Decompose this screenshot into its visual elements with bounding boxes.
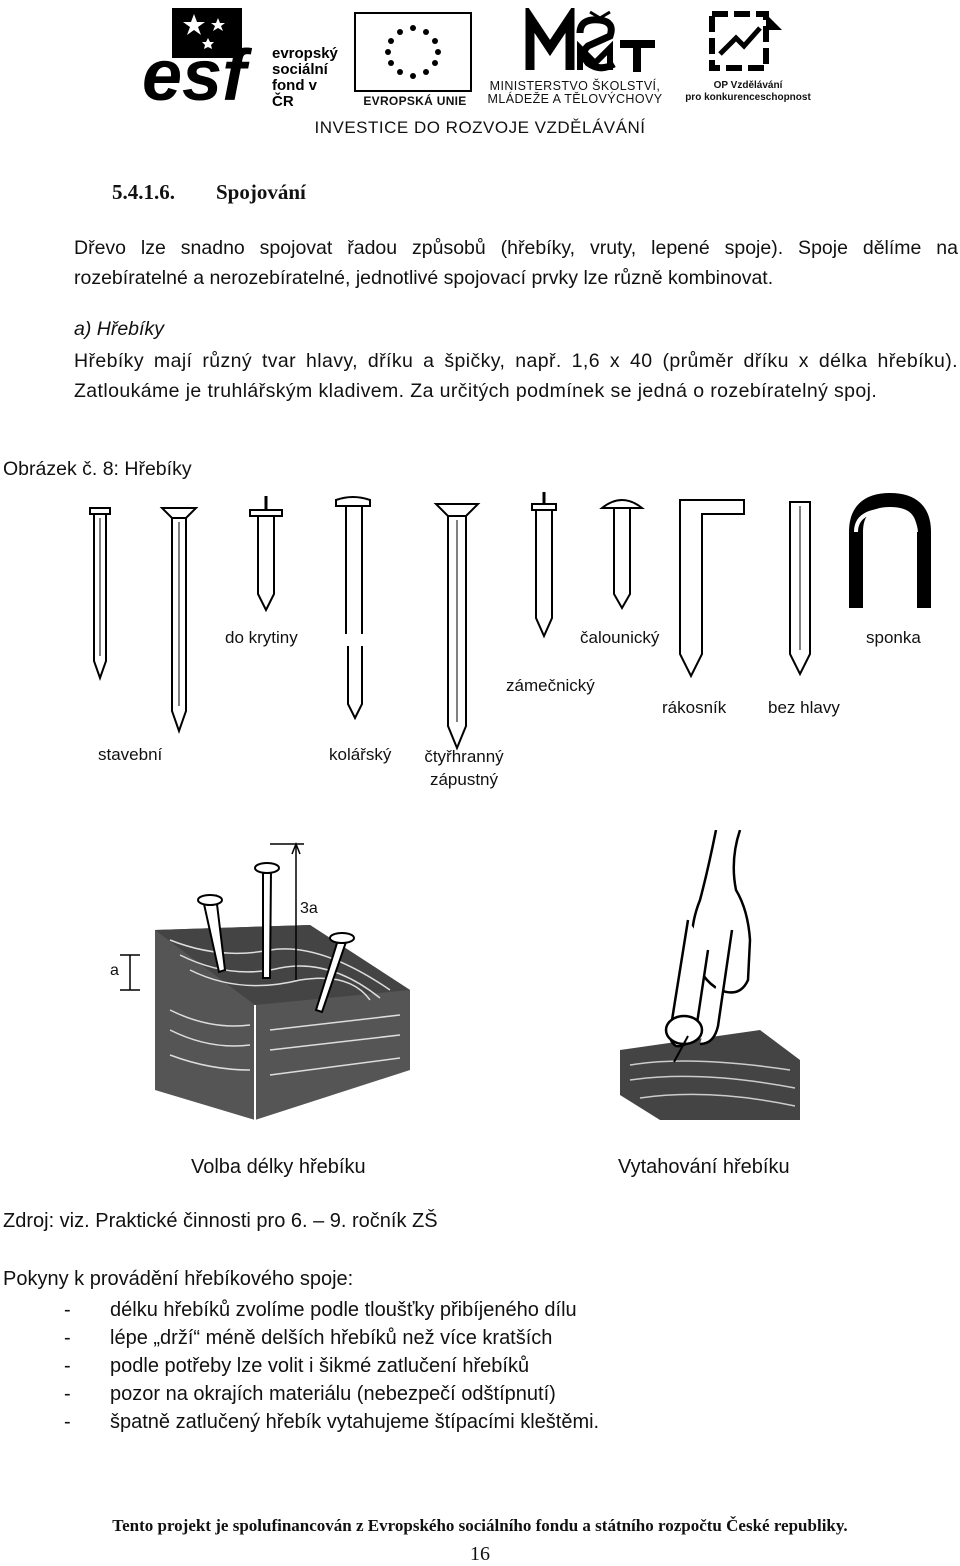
logo-banner: esf evropský sociální fond v ČR EVROPSKÁ…: [142, 0, 818, 148]
bullet-dash: -: [64, 1299, 71, 1321]
subsection-paragraph: Hřebíky mají různý tvar hlavy, dříku a š…: [74, 350, 958, 402]
instructions-title: Pokyny k provádění hřebíkového spoje:: [3, 1268, 354, 1290]
list-item: - podle potřeby lze volit i šikmé zatluče…: [64, 1352, 599, 1380]
eu-label: EVROPSKÁ UNIE: [363, 94, 467, 108]
list-item-text: špatně zatlučený hřebík vytahujeme štípa…: [110, 1411, 600, 1433]
bullet-dash: -: [64, 1411, 71, 1433]
nail-rakosnik: [679, 499, 745, 679]
nail-sponka: [849, 492, 931, 608]
intro-paragraph: Dřevo lze snadno spojovat řadou způsobů …: [74, 237, 958, 289]
page-footer: Tento projekt je spolufinancován z Evrop…: [112, 1516, 848, 1535]
page-number: 16: [470, 1543, 490, 1565]
label-kolarsky: kolářský: [329, 745, 392, 764]
banner-slogan: INVESTICE DO ROZVOJE VZDĚLÁVÁNÍ: [314, 118, 646, 137]
label-stavebni: stavební: [98, 745, 163, 764]
msmt-line-2: MLÁDEŽE A TĚLOVÝCHOVY: [487, 92, 663, 106]
bullet-dash: -: [64, 1327, 71, 1349]
subsection-title: a) Hřebíky: [74, 318, 164, 340]
nail-zamecnicky: [531, 492, 557, 639]
instructions-list: - délku hřebíků zvolíme podle tloušťky př…: [64, 1296, 599, 1436]
bullet-dash: -: [64, 1383, 71, 1405]
esf-logo: esf evropský sociální fond v ČR: [142, 0, 342, 116]
figure-caption: Obrázek č. 8: Hřebíky: [3, 458, 192, 480]
nail-bez-hlavy: [789, 501, 811, 677]
op-line-1: OP Vzdělávání: [713, 80, 783, 91]
list-item: - pozor na okrajích materiálu (nebezpečí …: [64, 1380, 599, 1408]
dimension-a: a: [110, 962, 119, 979]
nail-do-krytiny: [249, 496, 283, 613]
list-item-text: lépe „drží“ méně delších hřebíků než víc…: [110, 1327, 553, 1349]
section-number: 5.4.1.6.: [112, 180, 175, 204]
label-zamecnicky: zámečnický: [506, 676, 595, 695]
nail-length-illustration: [120, 841, 410, 1120]
section-title: Spojování: [216, 180, 306, 204]
msmt-logo: MINISTERSTVO ŠKOLSTVÍ, MLÁDEŽE A TĚLOVÝC…: [480, 3, 670, 108]
caption-volba-delky: Volba délky hřebíku: [191, 1156, 366, 1178]
esf-line-2: sociální: [272, 61, 328, 78]
dimension-3a: 3a: [300, 900, 318, 917]
list-item-text: pozor na okrajích materiálu (nebezpečí o…: [110, 1383, 556, 1405]
list-item: - lépe „drží“ méně delších hřebíků než ví…: [64, 1324, 599, 1352]
source-note: Zdroj: viz. Praktické činnosti pro 6. – …: [3, 1210, 438, 1232]
caption-vytahovani: Vytahování hřebíku: [618, 1156, 790, 1178]
eu-flag-logo: EVROPSKÁ UNIE: [354, 12, 472, 112]
op-vzdelavani-logo: OP Vzdělávání pro konkurenceschopnost: [678, 8, 818, 108]
label-zapustny: zápustný: [429, 770, 499, 789]
list-item: - špatně zatlučený hřebík vytahujeme štíp…: [64, 1408, 599, 1436]
esf-line-1: evropský: [272, 45, 338, 62]
label-ctyrhranny-zapustny: čtyřhranný zápustný: [414, 745, 514, 791]
label-ctyrhranny: čtyřhranný: [424, 747, 504, 766]
label-rakosnik: rákosník: [662, 698, 727, 717]
op-line-2: pro konkurenceschopnost: [685, 92, 811, 103]
list-item-text: podle potřeby lze volit i šikmé zatlučen…: [110, 1355, 530, 1377]
svg-text:esf: esf: [142, 36, 252, 115]
section-heading: 5.4.1.6. Spojování: [112, 180, 306, 205]
label-bez-hlavy: bez hlavy: [768, 698, 840, 717]
nail-calounicky: [599, 499, 645, 611]
list-item-text: délku hřebíků zvolíme podle tloušťky při…: [110, 1299, 577, 1321]
nail-pulling-illustration: [620, 830, 800, 1120]
esf-line-3: fond v ČR: [272, 77, 317, 110]
nail-stavebni: [89, 507, 111, 682]
nail-kolarsky: [335, 496, 371, 721]
bullet-dash: -: [64, 1355, 71, 1377]
nail-types-illustration: [89, 492, 931, 751]
list-item: - délku hřebíků zvolíme podle tloušťky př…: [64, 1296, 599, 1324]
label-calounicky: čalounický: [580, 628, 660, 647]
label-do-krytiny: do krytiny: [225, 628, 298, 647]
label-sponka: sponka: [866, 628, 921, 647]
nail-ctyrhranny-zapustny: [433, 503, 481, 751]
nail-long-headed: [159, 507, 199, 735]
msmt-line-1: MINISTERSTVO ŠKOLSTVÍ,: [489, 79, 661, 93]
